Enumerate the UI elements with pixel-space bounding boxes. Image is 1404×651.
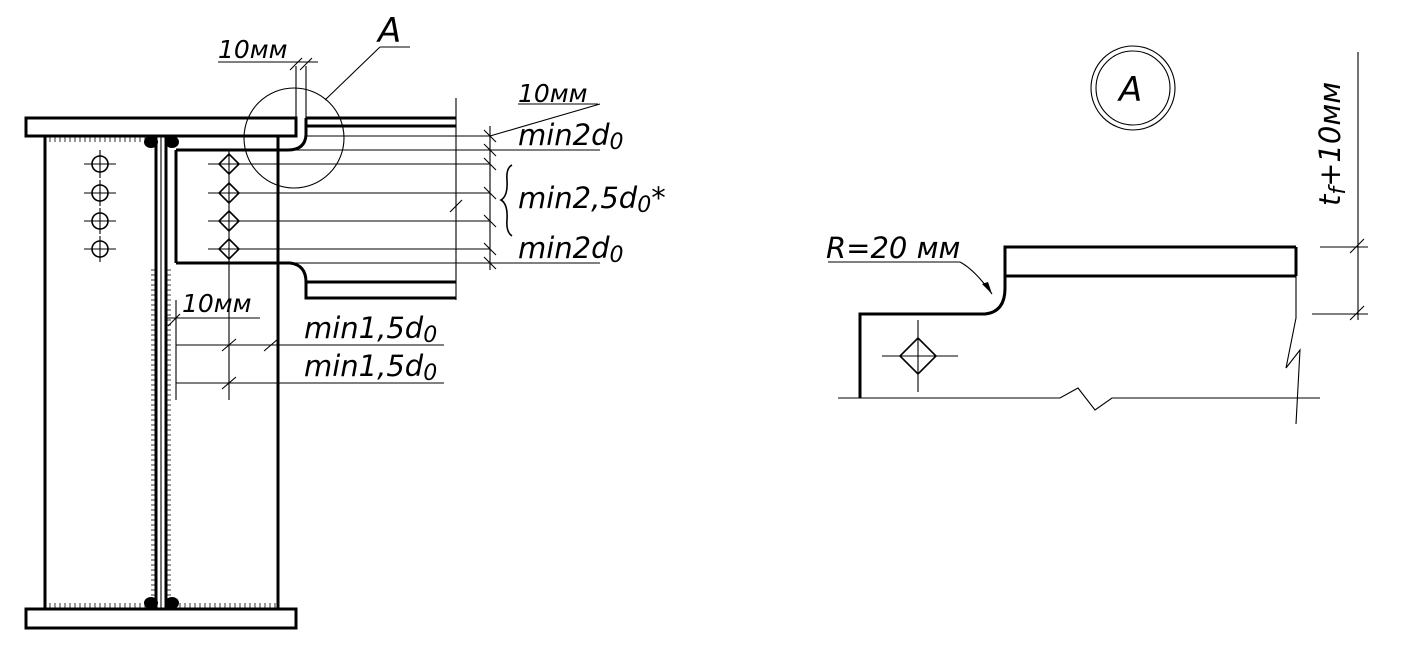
right-gap-label: 10мм: [518, 79, 588, 108]
detail-a-callout: [218, 46, 410, 189]
column-top-flange: [24, 116, 298, 138]
bolt-hole: [84, 236, 116, 262]
height-label-group: tf+10мм: [1313, 82, 1351, 206]
radius-label: R=20 мм: [826, 231, 960, 265]
detail-a-view: A: [828, 45, 1368, 425]
bolt-hole: [84, 180, 116, 206]
diamond-bolt-hole: [208, 209, 490, 233]
connection-plate: [174, 116, 456, 300]
column-bolt-holes: [84, 150, 116, 262]
web-dimension-lines: [166, 300, 444, 400]
weld-top-left: [144, 136, 158, 148]
hatch-ticks: [49, 137, 276, 608]
bolt-hole: [84, 208, 116, 234]
plate-bolt-holes: [208, 150, 490, 400]
detail-marker-label: A: [376, 11, 401, 51]
diamond-bolt-hole: [208, 152, 490, 176]
weld-bottom-right: [165, 597, 179, 609]
plate-dimension-lines: [176, 98, 601, 300]
diamond-bolt-hole: [208, 181, 490, 205]
detail-title-label: A: [1117, 70, 1142, 110]
edge-distance-1: min1,5d0: [304, 311, 437, 348]
edge-distance-top: min2d0: [518, 118, 624, 155]
detail-circle: [243, 87, 345, 189]
diamond-bolt-hole: [208, 237, 490, 261]
height-label: tf+10мм: [1313, 82, 1351, 206]
edge-distance-2: min1,5d0: [304, 349, 437, 386]
weld-top-right: [165, 136, 179, 148]
edge-distance-bottom: min2d0: [518, 231, 624, 268]
column-section: [24, 116, 298, 630]
detail-title-circle-outer: [1090, 45, 1176, 131]
bolt-hole: [84, 150, 116, 178]
edge-distance-mid: min2,5d0*: [518, 181, 666, 218]
web-gap-label: 10мм: [182, 289, 252, 318]
column-bottom-flange: [24, 607, 298, 630]
detail-title-circle-inner: [1095, 50, 1171, 126]
top-weld-gap-label: 10мм: [218, 35, 288, 64]
weld-bottom-left: [144, 597, 158, 609]
